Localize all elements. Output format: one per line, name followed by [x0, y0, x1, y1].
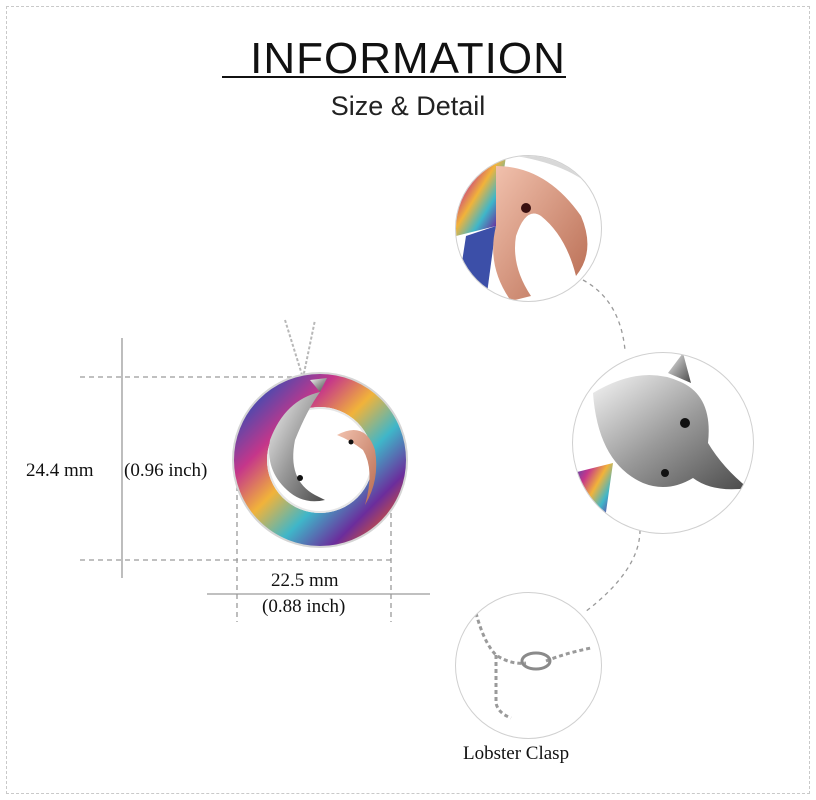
dolphin-pendant-image — [232, 319, 408, 548]
lobster-clasp-closeup — [455, 592, 602, 739]
page-subtitle: Size & Detail — [330, 91, 486, 121]
width-mm-label: 22.5 mm — [271, 570, 339, 591]
lobster-clasp-drawing — [474, 612, 592, 720]
image-frame — [6, 6, 810, 794]
width-inch-label: (0.88 inch) — [262, 596, 346, 617]
height-mm-label: 24.4 mm — [26, 460, 94, 481]
silver-dolphin-closeup — [572, 352, 754, 534]
rose-gold-dolphin-drawing — [456, 156, 601, 301]
title-underline — [222, 76, 566, 78]
page-title: INFORMATION — [250, 34, 566, 83]
lobster-clasp-caption: Lobster Clasp — [463, 743, 570, 764]
rose-gold-dolphin-closeup — [455, 155, 602, 302]
height-inch-label: (0.96 inch) — [124, 460, 208, 481]
silver-dolphin-drawing — [573, 353, 748, 533]
